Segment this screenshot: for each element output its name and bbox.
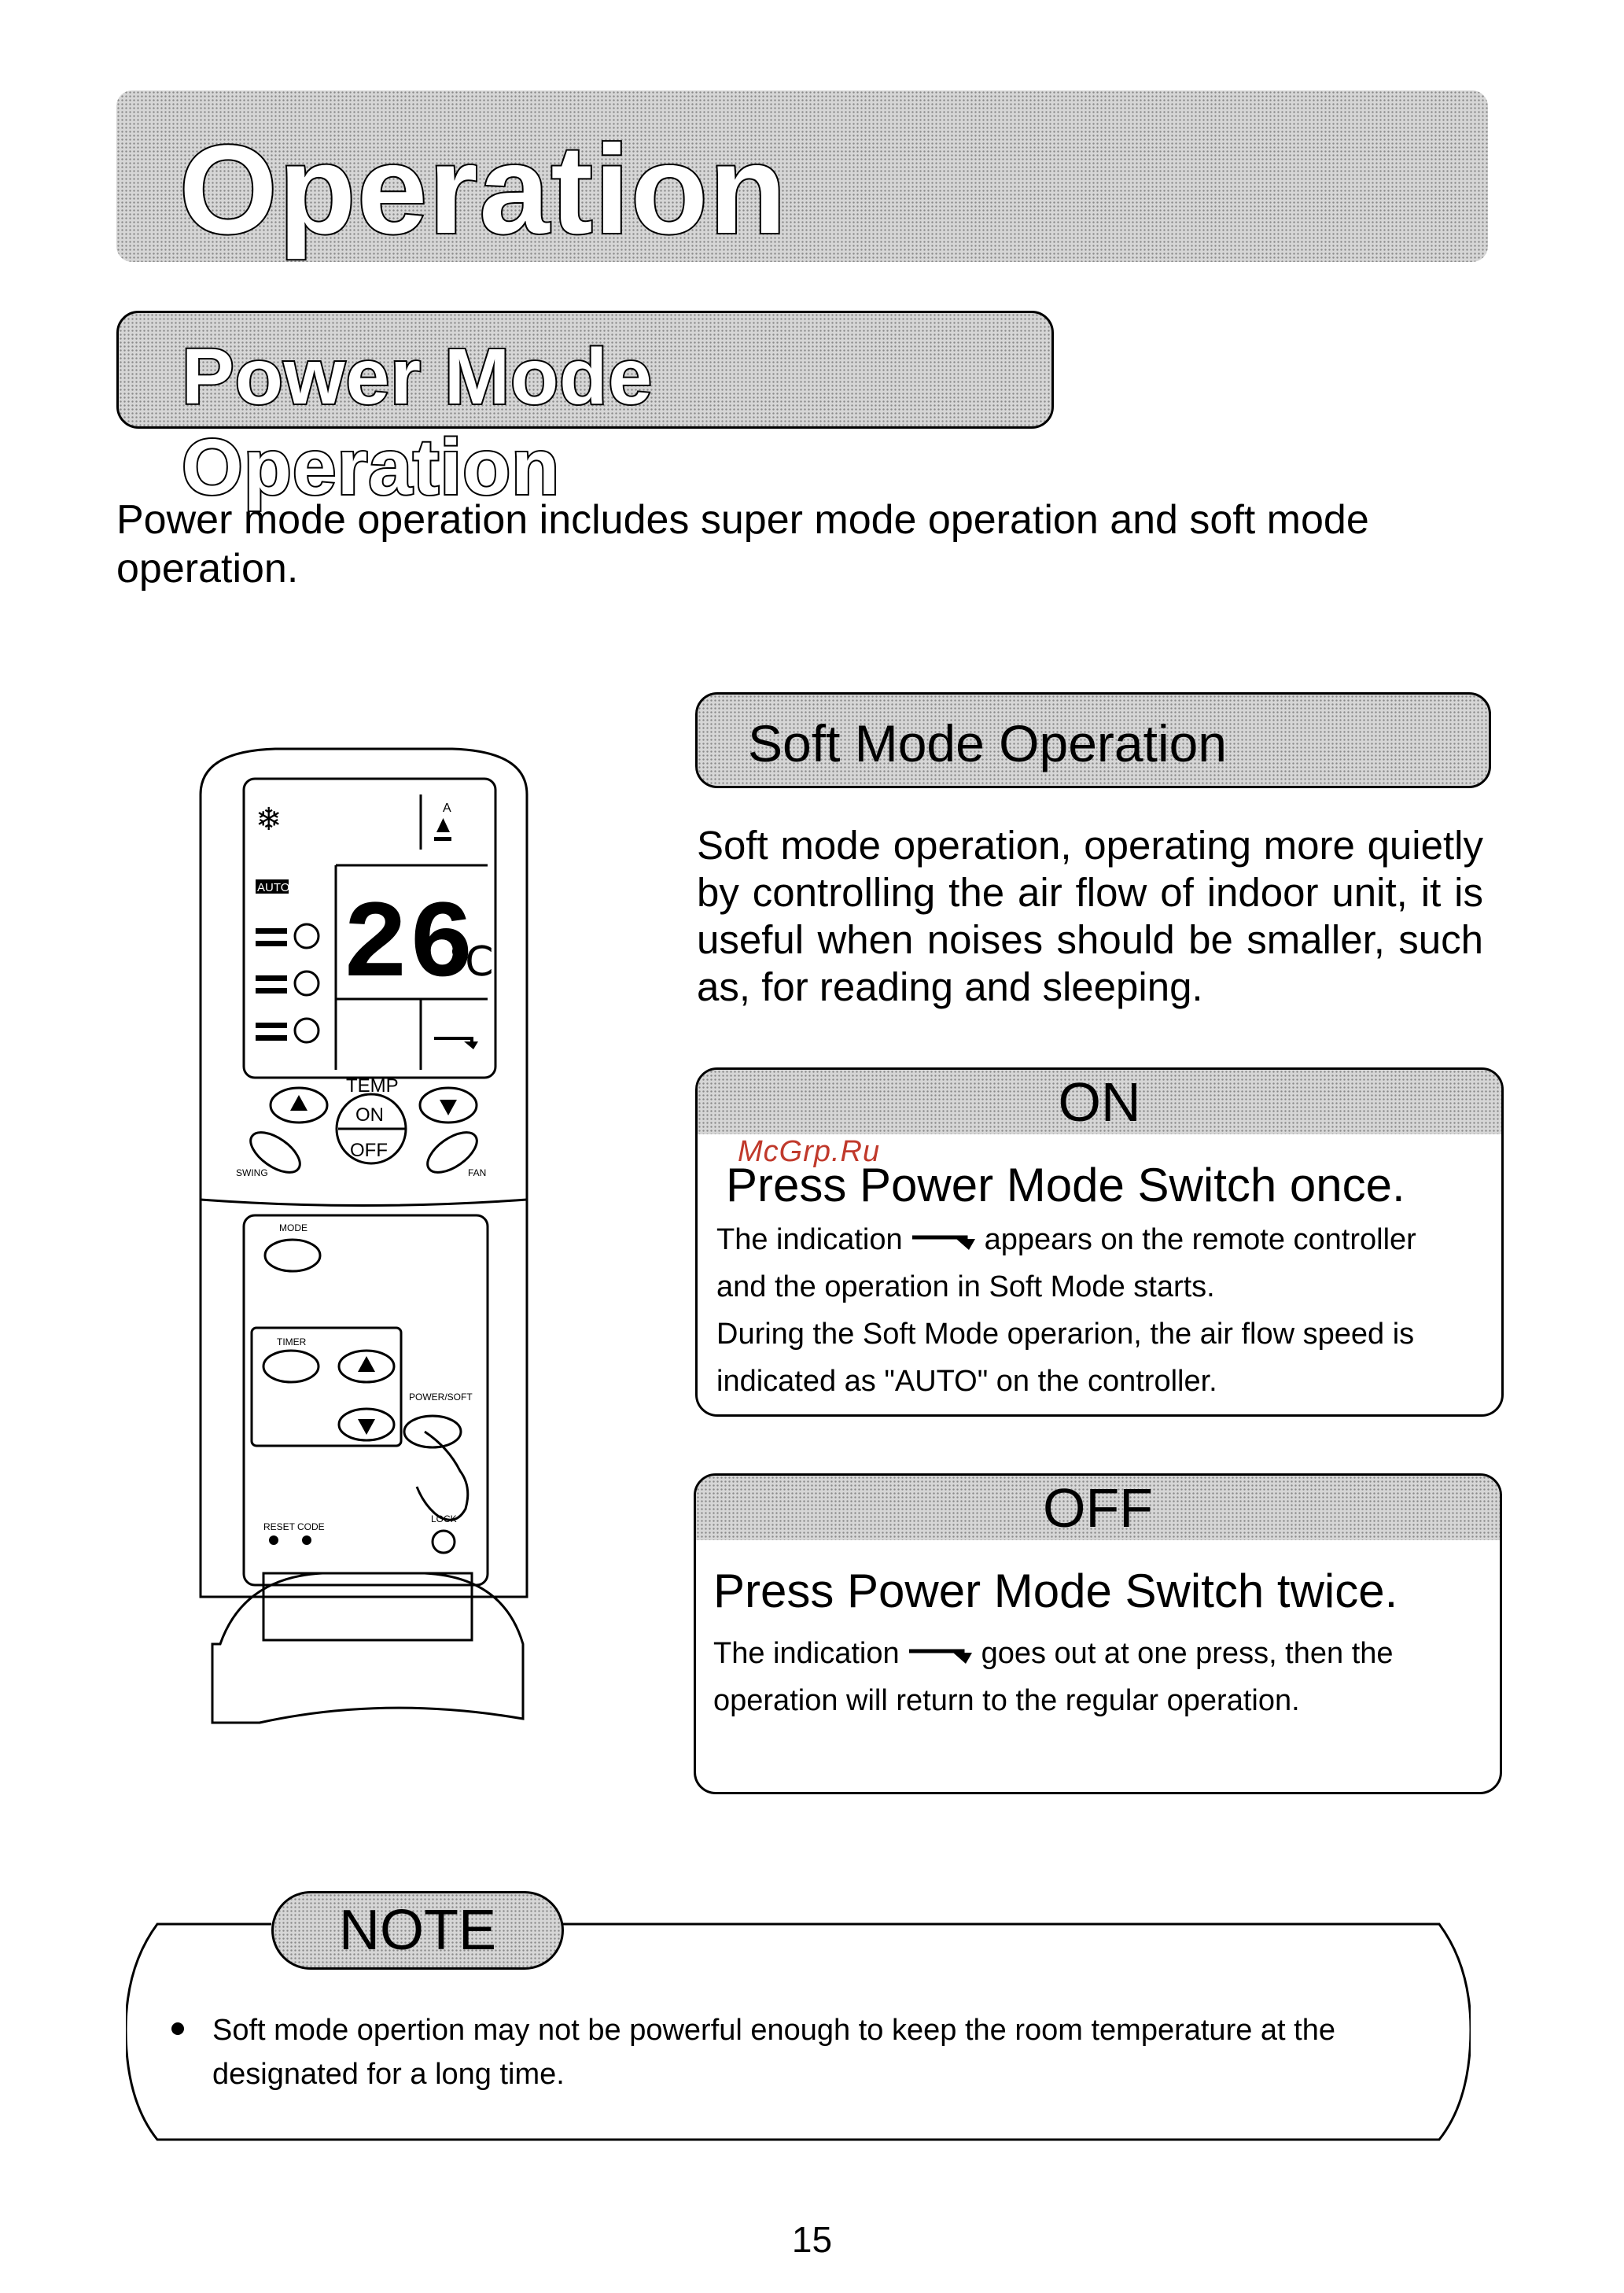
off-line1-before: The indication — [713, 1637, 900, 1670]
off-line2: operation will return to the regular ope… — [713, 1684, 1300, 1717]
on-line2: and the operation in Soft Mode starts. — [716, 1270, 1215, 1303]
on-button-label: ON — [355, 1104, 384, 1126]
on-line1-before: The indication — [716, 1223, 903, 1256]
note-frame — [126, 1923, 1471, 2141]
section-title: Power Mode Operation — [180, 331, 654, 513]
off-line1-after: goes out at one press, then the — [981, 1637, 1394, 1670]
swing-label: SWING — [236, 1167, 268, 1178]
soft-mode-indicator-icon — [908, 1649, 972, 1664]
timer-label: TIMER — [277, 1336, 307, 1347]
temp-label: TEMP — [346, 1075, 399, 1097]
display-temperature: 26 — [342, 884, 474, 1009]
on-instruction-box: ON Press Power Mode Switch once. The ind… — [695, 1067, 1504, 1417]
page-title: Operation — [178, 117, 788, 261]
on-line3: During the Soft Mode operarion, the air … — [716, 1318, 1415, 1351]
code-label: CODE — [297, 1521, 325, 1532]
on-header: ON — [698, 1070, 1501, 1134]
title-banner: Operation — [116, 90, 1488, 262]
off-button-label: OFF — [350, 1140, 388, 1161]
off-instruction: Press Power Mode Switch twice. — [713, 1565, 1398, 1617]
reset-label: RESET — [263, 1521, 296, 1532]
on-line4: indicated as "AUTO" on the controller. — [716, 1365, 1217, 1398]
intro-text: Power mode operation includes super mode… — [116, 497, 1369, 592]
off-header: OFF — [696, 1476, 1500, 1540]
note-tag: NOTE — [271, 1891, 564, 1970]
display-unit: ℃ — [448, 938, 494, 986]
mode-label: MODE — [279, 1222, 307, 1233]
watermark: McGrp.Ru — [738, 1135, 881, 1168]
soft-mode-banner: Soft Mode Operation — [695, 692, 1491, 788]
display-auto-label: AUTO — [257, 881, 289, 894]
subtitle-banner: Power Mode Operation — [116, 311, 1054, 513]
svg-text:❄: ❄ — [256, 802, 282, 838]
lock-label: LOCK — [431, 1513, 457, 1524]
page-number: 15 — [791, 2219, 833, 2260]
svg-text:A: A — [443, 802, 451, 815]
note-text: Soft mode opertion may not be powerful e… — [212, 2014, 1335, 2091]
fan-label: FAN — [468, 1167, 486, 1178]
soft-mode-indicator-icon — [911, 1235, 975, 1250]
on-instruction: Press Power Mode Switch once. — [726, 1159, 1405, 1211]
remote-controller-illustration: ❄ A AUTO 26 ℃ TEMP ON OFF SWING FAN MODE… — [199, 747, 528, 1724]
soft-mode-description: Soft mode operation, operating more quie… — [697, 823, 1483, 1009]
note-label: NOTE — [338, 1899, 496, 1962]
power-soft-label: POWER/SOFT — [409, 1392, 473, 1403]
on-line1-after: appears on the remote controller — [984, 1223, 1416, 1256]
soft-mode-title: Soft Mode Operation — [748, 714, 1228, 772]
off-instruction-box: OFF Press Power Mode Switch twice. The i… — [694, 1473, 1502, 1794]
bullet-icon — [171, 2022, 184, 2035]
